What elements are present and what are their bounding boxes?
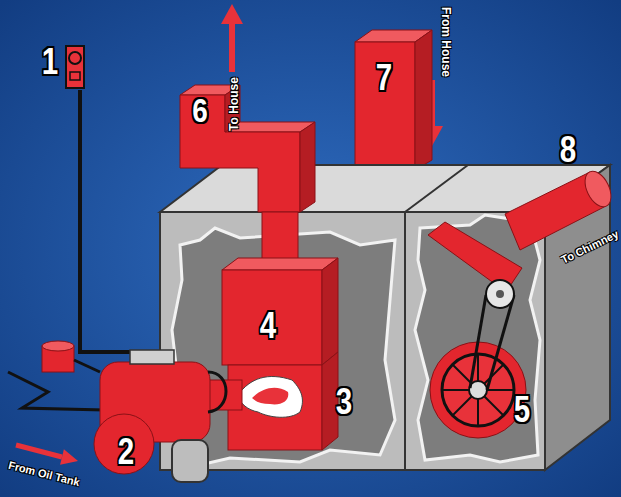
callout-number: 1 xyxy=(42,44,58,80)
thermostat-dial xyxy=(69,52,81,64)
heat-exchanger xyxy=(322,258,338,365)
flow-arrow xyxy=(16,445,62,457)
blower-housing xyxy=(430,342,526,438)
cabinet-front xyxy=(160,212,545,470)
blower-wheel xyxy=(442,354,514,426)
spoke xyxy=(453,365,503,415)
spoke xyxy=(453,365,503,415)
drive-belt xyxy=(470,295,486,388)
heat-exchanger xyxy=(222,270,322,365)
callout-number: 5 xyxy=(514,392,530,428)
cutaway xyxy=(415,215,540,462)
thermostat xyxy=(66,46,84,88)
callout-number: 2 xyxy=(118,434,134,470)
flue-pipe-end xyxy=(580,167,616,211)
ignition-wire xyxy=(208,372,226,412)
control-wire xyxy=(80,90,140,352)
oil-line xyxy=(8,372,105,410)
thermostat-display xyxy=(70,72,80,80)
primary-control xyxy=(130,350,174,364)
heat-exchanger xyxy=(222,258,338,270)
return-duct xyxy=(355,42,415,170)
oil-line xyxy=(74,360,100,372)
burner-motor xyxy=(94,414,154,474)
callout-number: 8 xyxy=(560,132,576,168)
cabinet-divider xyxy=(404,212,406,470)
combustion-chamber xyxy=(322,352,338,450)
plenum-neck xyxy=(262,212,298,264)
flow-label: To House xyxy=(228,77,240,131)
callout-number: 7 xyxy=(376,60,392,96)
flame-core xyxy=(252,388,288,405)
burner-cap xyxy=(172,440,208,482)
supply-duct xyxy=(300,122,315,212)
callout-number: 3 xyxy=(336,384,352,420)
oil-filter xyxy=(42,341,74,351)
blower-spokes xyxy=(442,354,514,426)
flow-arrow xyxy=(229,20,235,72)
drive-belt xyxy=(487,295,514,390)
motor-pulley xyxy=(496,290,504,298)
return-duct xyxy=(415,30,432,170)
callout-number: 6 xyxy=(192,93,208,127)
flow-arrow xyxy=(60,449,78,465)
flame xyxy=(238,376,302,417)
flow-arrow xyxy=(221,4,243,24)
cabinet-divider xyxy=(405,165,468,212)
flow-label: From House xyxy=(440,7,452,77)
callout-number: 4 xyxy=(260,308,276,344)
motor-pulley xyxy=(486,280,514,308)
